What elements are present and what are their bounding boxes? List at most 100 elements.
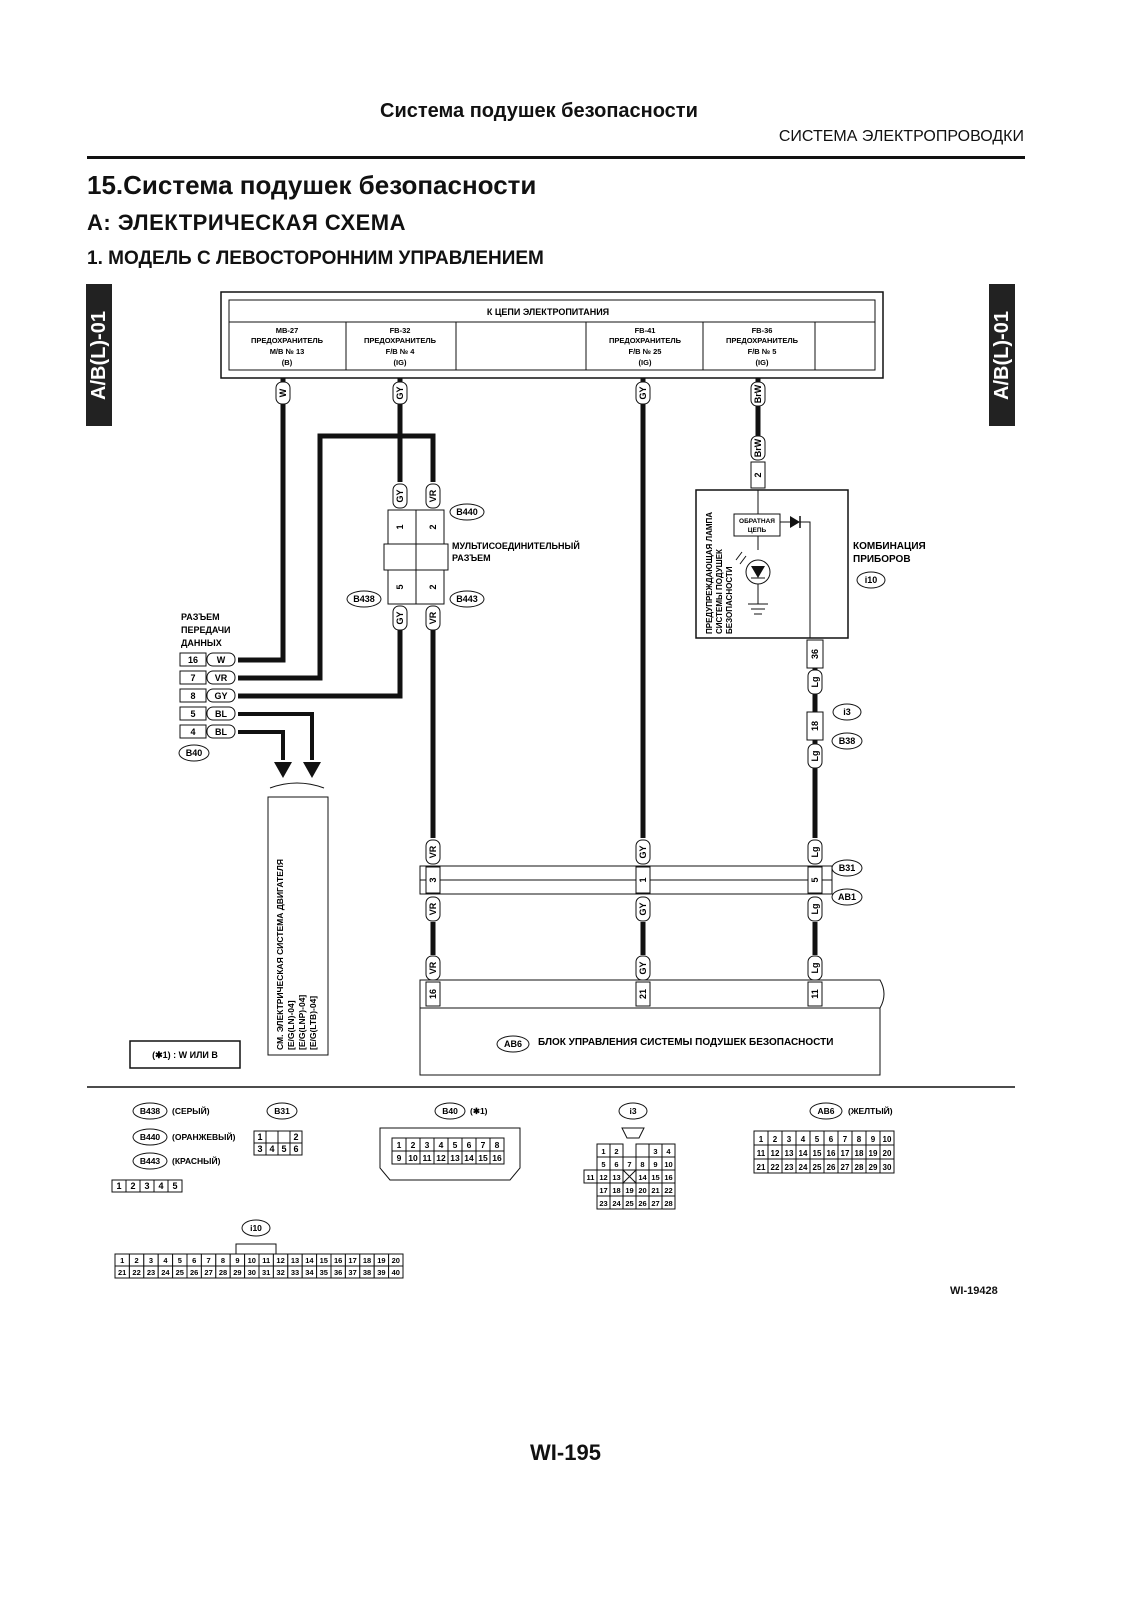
svg-text:GY: GY (395, 489, 405, 502)
connector-pin-cell (489, 1150, 505, 1165)
connector-pin-number: 25 (813, 1163, 822, 1172)
svg-text:36: 36 (810, 649, 820, 659)
fuse-1-l2: M/B № 13 (270, 347, 305, 356)
svg-text:AB6: AB6 (817, 1106, 834, 1116)
connector-pin-number: 28 (664, 1199, 672, 1208)
figure-code: WI-19428 (950, 1285, 998, 1297)
svg-text:i3: i3 (629, 1106, 636, 1116)
svg-text:5: 5 (190, 709, 195, 719)
svg-text:BrW: BrW (753, 384, 763, 403)
multi-label-2: РАЗЪЕМ (452, 553, 491, 563)
connector-pin-number: 5 (453, 1140, 458, 1150)
combination-meter: BrW 2 ОБРАТНАЯ ЦЕПЬ ПРЕДУПРЕЖДАЮЩАЯ ЛАМП… (695, 435, 926, 695)
connector-pin-number: 16 (664, 1173, 672, 1182)
svg-text:(ОРАНЖЕВЫЙ): (ОРАНЖЕВЫЙ) (172, 1131, 236, 1142)
svg-text:GY: GY (395, 386, 405, 399)
connector-pin-number: 7 (843, 1135, 848, 1144)
connector-pin-number: 20 (638, 1186, 646, 1195)
connector-pin-number: 12 (436, 1153, 446, 1163)
connector-pin-number: 23 (785, 1163, 794, 1172)
svg-text:B31: B31 (839, 863, 856, 873)
fuse-2-l2: F/B № 4 (386, 347, 416, 356)
connector-pin-number: 16 (334, 1256, 342, 1265)
connector-pin-number: 26 (190, 1268, 198, 1277)
connector-pin-number: 1 (601, 1147, 605, 1156)
svg-text:18: 18 (810, 721, 820, 731)
svg-text:ДАННЫХ: ДАННЫХ (181, 638, 222, 648)
fuse-1-id: MB-27 (276, 326, 299, 335)
fuse-3-id: FB-41 (635, 326, 656, 335)
connector-pin-number: 32 (276, 1268, 284, 1277)
connector-pin-number: 5 (172, 1181, 177, 1191)
led-light-icon (735, 551, 747, 565)
connector-pin-cell (265, 1130, 279, 1144)
connector-pin-number: 9 (653, 1160, 657, 1169)
fuse-4-l1: ПРЕДОХРАНИТЕЛЬ (726, 336, 799, 345)
side-tab-left: A/B(L)-01 (86, 284, 112, 426)
svg-text:GY: GY (395, 611, 405, 624)
connector-pin-number: 8 (857, 1135, 862, 1144)
connector-pin-number: 2 (614, 1147, 618, 1156)
page-number: WI-195 (530, 1440, 601, 1465)
svg-text:BL: BL (215, 727, 227, 737)
engine-reference-box: СМ. ЭЛЕКТРИЧЕСКАЯ СИСТЕМА ДВИГАТЕЛЯ [E/G… (267, 796, 329, 1056)
wire-tag-gy-1: GY (392, 381, 408, 405)
svg-text:(СЕРЫЙ): (СЕРЫЙ) (172, 1105, 210, 1116)
multi-connector: GY VR 1 2 5 2 GY VR B440 B438 B443 МУЛЬТ… (346, 483, 580, 631)
svg-text:ПРЕДУПРЕЖДАЮЩАЯ ЛАМПА: ПРЕДУПРЕЖДАЮЩАЯ ЛАМПА (705, 512, 714, 634)
subsection-a: A: ЭЛЕКТРИЧЕСКАЯ СХЕМА (87, 210, 407, 235)
connector-views: B438 (СЕРЫЙ) B440 (ОРАНЖЕВЫЙ) B443 (КРАС… (111, 1102, 895, 1279)
svg-text:8: 8 (190, 691, 195, 701)
fuse-2-l1: ПРЕДОХРАНИТЕЛЬ (364, 336, 437, 345)
engine-ref-arrows (269, 762, 325, 789)
connector-pin-number: 2 (293, 1132, 298, 1142)
wire-harness (238, 378, 818, 955)
connector-pin-number: 7 (207, 1256, 211, 1265)
svg-text:GY: GY (638, 386, 648, 399)
svg-text:7: 7 (190, 673, 195, 683)
airbag-control-unit: VR GY Lg 16 21 11 AB6 БЛОК УПРАВЛЕНИЯ СИ… (419, 955, 885, 1076)
wire-tag-gy-2: GY (635, 381, 651, 405)
fuse-2-l3: (IG) (394, 358, 407, 367)
connector-pin-number: 18 (363, 1256, 371, 1265)
connector-pin-number: 26 (638, 1199, 646, 1208)
svg-text:(ЖЕЛТЫЙ): (ЖЕЛТЫЙ) (848, 1105, 893, 1116)
connector-pin-number: 22 (132, 1268, 140, 1277)
svg-text:РАЗЪЕМ: РАЗЪЕМ (181, 612, 220, 622)
connector-pin-number: 15 (478, 1153, 488, 1163)
connector-pin-number: 3 (425, 1140, 430, 1150)
fuse-4-id: FB-36 (752, 326, 773, 335)
connector-pin-number: 19 (377, 1256, 385, 1265)
connector-pin-number: 17 (599, 1186, 607, 1195)
svg-text:VR: VR (428, 845, 438, 858)
connector-pin-number: 14 (305, 1256, 314, 1265)
connector-pin-number: 3 (653, 1147, 657, 1156)
connector-pin-number: 12 (276, 1256, 284, 1265)
connector-pin-number: 11 (262, 1256, 270, 1265)
connector-pin-number: 20 (392, 1256, 400, 1265)
connector-pin-number: 6 (829, 1135, 834, 1144)
connector-pin-number: 28 (855, 1163, 864, 1172)
connector-pin-number: 3 (257, 1144, 262, 1154)
connector-pin-number: 1 (397, 1140, 402, 1150)
power-supply-box: К ЦЕПИ ЭЛЕКТРОПИТАНИЯ (220, 291, 884, 379)
connector-pin-number: 14 (799, 1149, 808, 1158)
svg-text:i10: i10 (865, 575, 878, 585)
connector-pin-cell (879, 1158, 895, 1174)
svg-text:B31: B31 (274, 1106, 290, 1116)
connector-pin-number: 5 (178, 1256, 182, 1265)
svg-text:W: W (278, 388, 288, 397)
svg-text:GY: GY (638, 902, 648, 915)
svg-text:СИСТЕМЫ ПОДУШЕК: СИСТЕМЫ ПОДУШЕК (715, 549, 724, 634)
connector-pin-number: 2 (773, 1135, 778, 1144)
side-tab-right: A/B(L)-01 (989, 284, 1015, 426)
svg-text:GY: GY (638, 845, 648, 858)
connector-b31-ab1: VR GY Lg 3 1 5 VR GY Lg B31 AB1 (419, 839, 863, 922)
connector-pin-number: 14 (464, 1153, 474, 1163)
connector-pin-cell (277, 1130, 291, 1144)
svg-text:21: 21 (638, 989, 648, 999)
svg-text:B443: B443 (456, 594, 478, 604)
connector-pin-number: 9 (235, 1256, 239, 1265)
svg-text:Lg: Lg (810, 677, 820, 688)
fuse-1-l3: (B) (282, 358, 293, 367)
